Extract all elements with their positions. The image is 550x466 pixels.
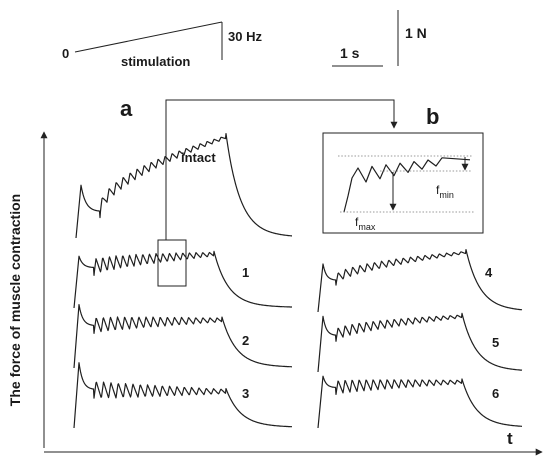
trace-label-3: 3 xyxy=(242,386,249,401)
inset-frame xyxy=(322,132,484,234)
trace-label-1: 1 xyxy=(242,265,249,280)
fmax-label: fmax xyxy=(355,215,376,232)
trace-3 xyxy=(73,362,293,429)
trace-2 xyxy=(73,304,293,369)
y-axis-label: The force of muscle contraction xyxy=(7,194,23,406)
trace-intact xyxy=(75,133,293,239)
panel-a-label: a xyxy=(120,96,133,121)
force-scale-label: 1 N xyxy=(405,25,427,41)
trace-4 xyxy=(317,249,523,313)
trace-5 xyxy=(317,312,523,373)
inset-trace xyxy=(343,157,471,213)
stimulation-max-label: 30 Hz xyxy=(228,29,262,44)
trace-1 xyxy=(73,250,293,309)
trace-6 xyxy=(317,375,523,429)
trace-label-5: 5 xyxy=(492,335,499,350)
stimulation-ramp-line xyxy=(74,21,223,53)
time-scale-label: 1 s xyxy=(340,45,360,61)
x-axis-label: t xyxy=(507,429,513,448)
trace-label-2: 2 xyxy=(242,333,249,348)
stimulation-caption: stimulation xyxy=(121,54,190,69)
stimulation-zero-label: 0 xyxy=(62,46,69,61)
fmin-label: fmin xyxy=(436,183,454,200)
zoom-connector-arrow xyxy=(165,99,398,240)
trace-label-4: 4 xyxy=(485,265,493,280)
trace-label-intact: intact xyxy=(181,150,216,165)
trace-label-6: 6 xyxy=(492,386,499,401)
zoom-selection-box xyxy=(157,239,187,287)
panel-b-label: b xyxy=(426,104,439,129)
force-traces xyxy=(73,133,523,429)
